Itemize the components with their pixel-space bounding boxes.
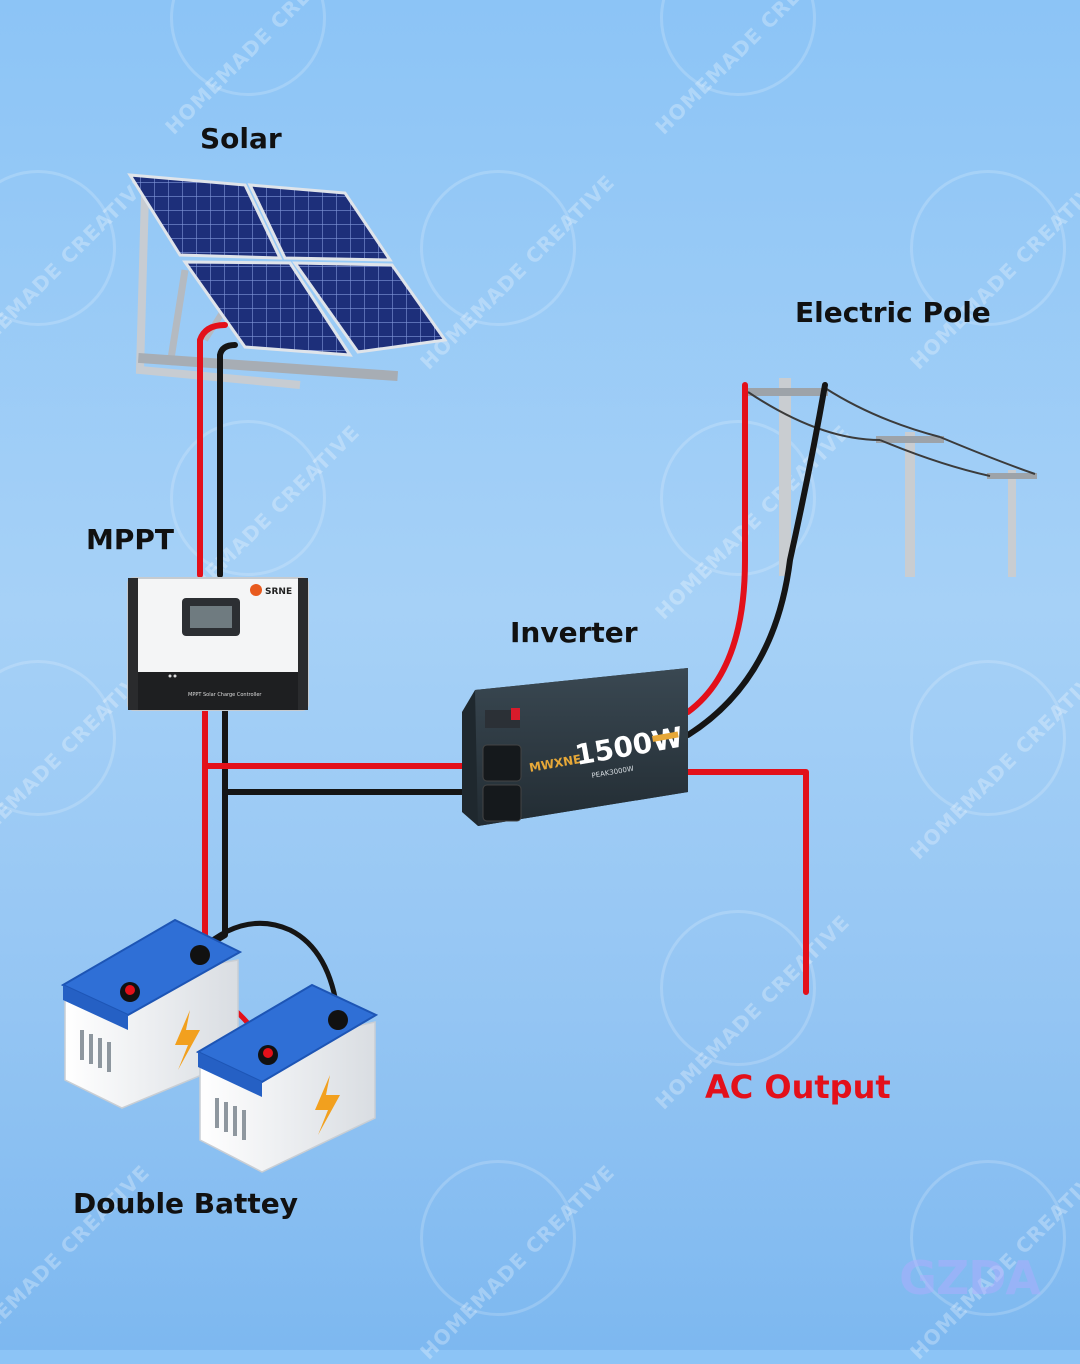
mppt-brand: SRNE: [265, 587, 292, 597]
battery-label: Double Battey: [73, 1187, 299, 1220]
battery-right: [195, 983, 379, 1173]
watermark-ring: [420, 1160, 576, 1316]
inverter: MWXNE 1500W PEAK3000W: [462, 668, 688, 826]
battery-left: [60, 918, 243, 1109]
mppt-label: MPPT: [86, 523, 175, 556]
inverter-label: Inverter: [510, 616, 638, 649]
electric-poles: [742, 378, 1037, 577]
watermark-ring: [420, 170, 576, 326]
mppt-caption: MPPT Solar Charge Controller: [188, 692, 262, 698]
watermark-ring: [910, 660, 1066, 816]
watermark-ring: [660, 420, 816, 576]
ac-output-label: AC Output: [705, 1068, 891, 1106]
watermark-ring: [910, 1160, 1066, 1316]
watermark-ring: [660, 910, 816, 1066]
solar-panel: [127, 173, 448, 389]
corner-logo: GZDA: [899, 1251, 1041, 1305]
mppt-controller: SRNE MPPT Solar Charge Controller: [127, 577, 309, 711]
electric-pole-label: Electric Pole: [795, 296, 991, 329]
solar-label: Solar: [200, 122, 282, 155]
watermark-ring: [170, 420, 326, 576]
watermark-ring: [910, 170, 1066, 326]
